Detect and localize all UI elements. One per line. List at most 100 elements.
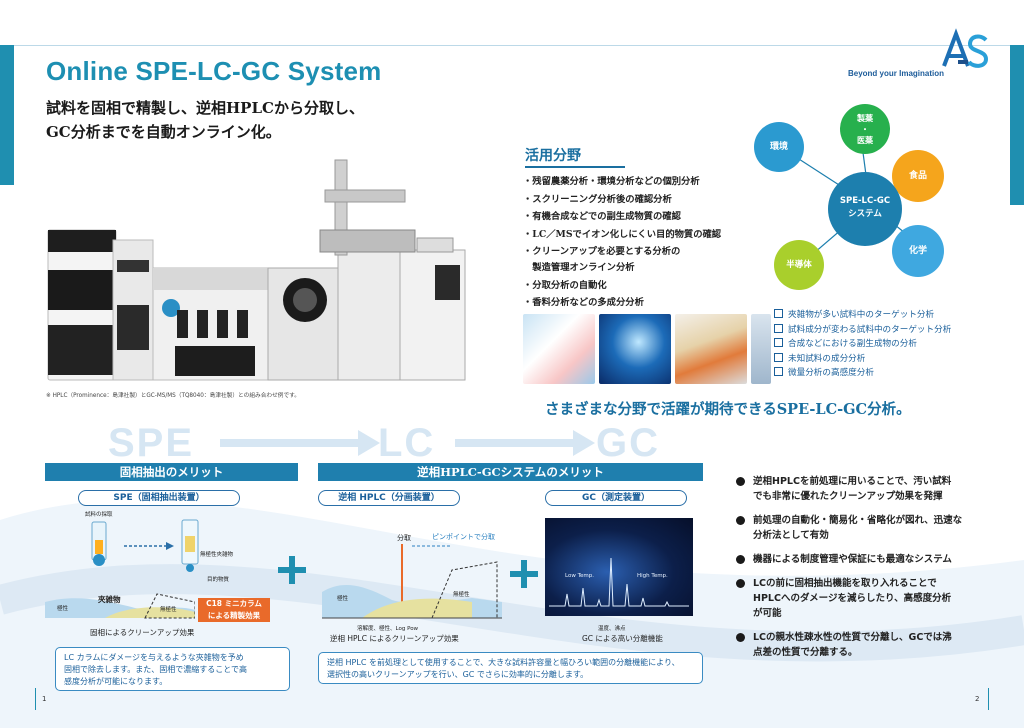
application-item: ・LC／MSでイオン化しにくい目的物質の確認 [523,228,722,240]
spe-note-box: LC カラムにダメージを与えるような夾雑物を予め 固相で除去します。また、固相で… [55,647,290,691]
benefit-text: が可能 [753,608,782,619]
checklist-item: 試料成分が変わる試料中のターゲット分析 [774,323,951,338]
node-label: 化学 [908,246,927,256]
non-polar-contaminant-label: 無極性夾雑物 [200,552,234,558]
flow-label-lc: LC [378,421,436,465]
benefit-text: HPLCへのダメージを減らしたり、高感度分析 [753,593,952,604]
c18-badge: C18 ミニカラム による精製効果 [198,598,270,622]
pinpoint-label: ピンポイントで分取 [432,533,495,541]
node-label: 医薬 [857,136,873,145]
checkbox-icon [774,309,783,318]
gc-chromatogram: Low Temp. High Temp. [545,518,693,616]
checklist-text: 試料成分が変わる試料中のターゲット分析 [788,324,952,335]
page-title: Online SPE-LC-GC System [46,56,382,86]
benefit-text: 機器による制度管理や保証にも最適なシステム [753,554,952,565]
applications-list: ・残留農薬分析・環境分析などの個別分析 ・スクリーニング分析後の確認分析 ・有機… [523,174,763,313]
photo-lab [751,314,771,384]
subtitle-line-1: 試料を固相で精製し、逆相HPLCから分取し、 [46,99,364,117]
company-logo [940,28,990,72]
left-accent-bar [0,45,14,185]
node-environment: 環境 [754,122,804,172]
spe-merit-band: 固相抽出のメリット [45,463,298,481]
instrument-photo [47,159,466,381]
benefit-text: 逆相HPLCを前処理に用いることで、汚い試料 [753,476,952,487]
hplc-chart [322,544,502,619]
left-page-rule [35,688,36,710]
plus-icon [278,556,306,584]
spe-note-line: LC カラムにダメージを与えるような夾雑物を予め [64,653,244,662]
application-item: ・残留農薬分析・環境分析などの個別分析 [523,176,700,187]
sampling-label: 試料の採取 [85,512,113,518]
spe-illustration [91,519,199,572]
instrument-caption: ※ HPLC（Prominence：島津社製）とGC-MS/MS（TQ8040：… [46,393,300,399]
page-subtitle: 試料を固相で精製し、逆相HPLCから分取し、 GC分析までを自動オンライン化。 [46,96,446,144]
bullet-icon [736,555,745,564]
gc-axis-caption: 温度、沸点 [598,626,626,632]
applications-heading: 活用分野 [525,148,581,164]
center-label-line-2: システム [848,209,882,219]
c18-line-1: C18 ミニカラム [206,599,262,608]
target-label: 目的物質 [207,577,230,583]
analysis-checklist: 夾雑物が多い試料中のターゲット分析 試料成分が変わる試料中のターゲット分析 合成… [774,308,951,381]
flow-arrow-2 [455,430,595,456]
application-diagram: 環境 製薬 ・ 医薬 食品 化学 半導体 SPE-LC-GC システム [740,100,1000,300]
spe-cleanup-caption: 固相によるクリーンアップ効果 [90,628,195,637]
hplc-pill: 逆相 HPLC（分画装置） [318,490,460,506]
benefits-list: 逆相HPLCを前処理に用いることで、汚い試料でも非常に優れたクリーンアップ効果を… [736,474,996,669]
photo-food [675,314,747,384]
benefit-item: 機器による制度管理や保証にも最適なシステム [736,552,996,567]
node-pharma: 製薬 ・ 医薬 [840,104,890,154]
non-polar-label: 無極性 [160,607,177,613]
hplc-caption: 逆相 HPLC によるクリーンアップ効果 [330,634,459,643]
spe-pill: SPE（固相抽出装置） [78,490,240,506]
checkbox-icon [774,338,783,347]
benefit-text: 点差の性質で分離する。 [753,647,858,658]
application-item: ・分取分析の自動化 [523,279,607,291]
checkbox-icon [774,323,783,333]
application-item: ・香料分析などの多成分分析 [523,297,644,308]
benefit-item: LCの親水性疎水性の性質で分離し、GCでは沸点差の性質で分離する。 [736,630,996,660]
high-temp-label: High Temp. [637,573,668,579]
low-temp-label: Low Temp. [565,573,594,579]
hplc-axis-caption: 溶解度、極性、Log Pow [357,626,419,632]
node-label: 食品 [908,171,927,181]
application-item: ・有機合成などでの副生成物質の確認 [523,211,681,222]
bullet-icon [736,477,745,486]
bullet-icon [736,633,745,642]
right-accent-bar [1010,45,1024,205]
node-label: ・ [861,125,869,134]
flow-label-gc: GC [596,421,660,465]
benefit-item: 前処理の自動化・簡易化・省略化が図れ、迅速な分析法として有効 [736,513,996,543]
application-item: ・クリーンアップを必要とする分析の [523,246,681,257]
node-food: 食品 [892,150,944,202]
checklist-text: 合成などにおける副生成物の分析 [788,339,917,349]
hplc-polar-label: 極性 [337,596,349,602]
application-item: 製造管理オンライン分析 [523,262,635,273]
benefit-item: LCの前に固相抽出機能を取り入れることで HPLCへのダメージを減らしたり、高感度… [736,576,996,621]
top-rule [14,45,1010,46]
node-semiconductor: 半導体 [774,240,824,290]
checklist-text: 夾雑物が多い試料中のターゲット分析 [788,310,935,320]
flow-label-spe: SPE [108,421,195,465]
checklist-item: 未知試料の成分分析 [774,352,951,367]
right-page-rule [988,688,989,710]
subtitle-line-2: GC分析までを自動オンライン化。 [46,123,281,141]
hplc-gc-note-line: 選択性の高いクリーンアップを行い、GC でさらに効率的に分離します。 [327,670,589,679]
contaminant-label: 夾雑物 [98,595,121,604]
benefit-text: 前処理の自動化・簡易化・省略化が図れ、迅速な [753,515,963,526]
gc-caption: GC による高い分離機能 [582,634,663,643]
checkbox-icon [774,352,783,362]
hplc-gc-note-line: 逆相 HPLC を前処理として使用することで、大きな試料許容量と幅ひろい範囲の分… [327,658,680,667]
benefit-text: LCの前に固相抽出機能を取り入れることで [753,578,937,589]
bullet-icon [736,579,745,588]
node-label: 半導体 [786,260,812,270]
c18-line-2: による精製効果 [207,611,261,620]
gc-pill: GC（測定装置） [545,490,687,506]
applications-rule [525,166,625,168]
flow-arrow-1 [220,430,380,456]
checkbox-icon [774,367,783,376]
benefit-item: 逆相HPLCを前処理に用いることで、汚い試料でも非常に優れたクリーンアップ効果を… [736,474,996,504]
polar-label: 極性 [57,606,69,612]
photo-flask [599,314,671,384]
gc-peaks [549,557,689,607]
